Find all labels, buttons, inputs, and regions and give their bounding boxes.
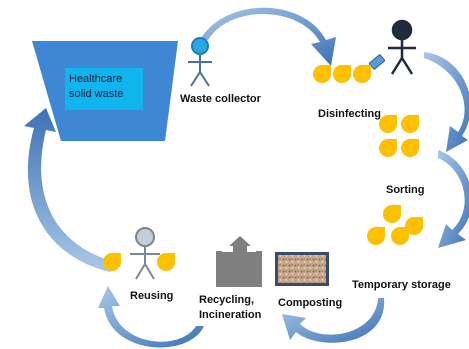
label-waste-collector: Waste collector [180,93,261,105]
bin-label-line1: Healthcare [69,73,123,85]
label-disinfecting: Disinfecting [318,108,381,120]
drop-icon [353,65,371,83]
bin-label-box [65,68,143,110]
spray-bottle-icon [368,54,386,70]
drop-icon [333,65,351,83]
drop-icon [401,139,419,157]
drop-icon [367,227,385,245]
arrow-reusing-to-bin [24,108,114,272]
arrow-recycling-to-reusing [98,286,204,348]
drop-group [103,65,423,271]
reuser-head [135,227,155,247]
disinfector-head [391,19,413,41]
bin-label: Healthcare solid waste [69,72,123,102]
bin-icon [32,41,178,141]
cycle-arrows [24,7,469,348]
label-reusing: Reusing [130,290,174,302]
bin-label-line2: solid waste [69,88,124,100]
collector-head [191,37,209,55]
drop-icon [391,227,409,245]
label-recycling-line1: Recycling, [199,294,255,306]
drop-icon [401,115,419,133]
waste-collector-figure [188,37,212,87]
drop-icon [379,139,397,157]
label-composting: Composting [278,297,343,309]
drop-icon [379,115,397,133]
drop-icon [405,217,423,235]
drop-icon [103,253,121,271]
arrow-sorting-to-storage [438,150,469,248]
label-temporary-storage: Temporary storage [352,279,451,291]
arrow-disinfecting-to-sorting [424,52,469,152]
drop-icon [313,65,331,83]
disinfector-figure [388,19,416,75]
arrow-storage-to-composting [282,298,385,343]
drop-icon [383,205,401,223]
factory-icon [216,236,262,287]
drop-icon [157,253,175,271]
label-sorting: Sorting [386,184,425,196]
label-recycling-line2: Incineration [199,309,262,321]
compost-icon [275,252,329,286]
reuser-figure [130,227,160,280]
arrow-collector-to-disinfecting [200,7,336,66]
